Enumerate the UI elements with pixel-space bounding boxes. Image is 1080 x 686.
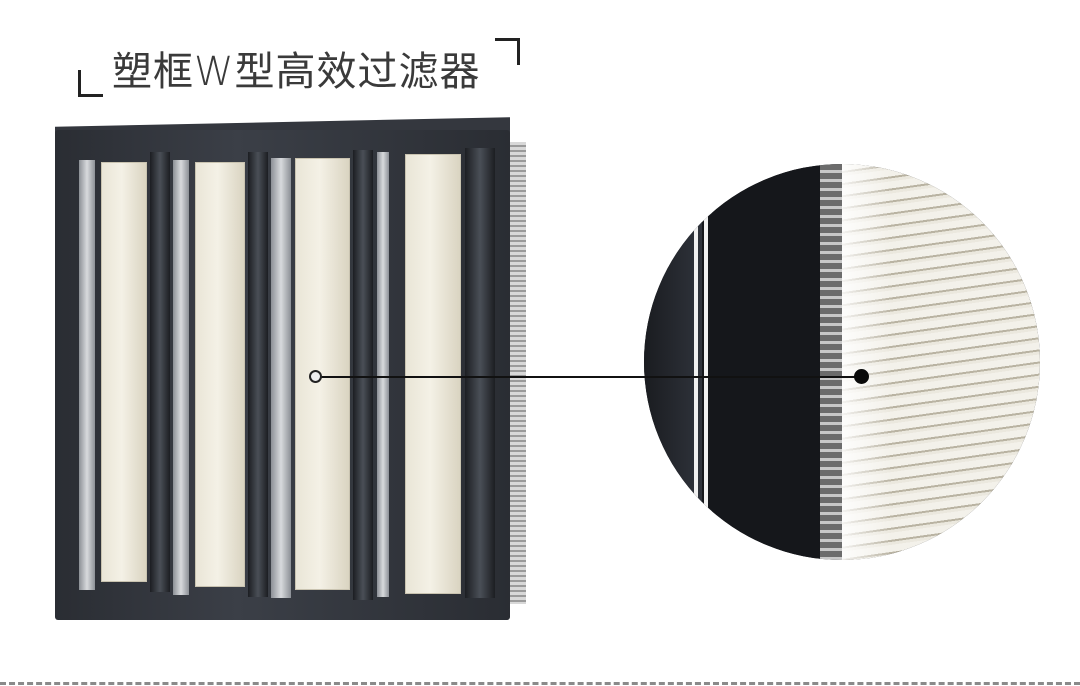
frame-divider [150,152,170,592]
magnified-media-highlight [842,164,892,560]
dashed-divider [0,682,1080,685]
magnified-frame-highlight [704,164,708,560]
frame-divider [248,152,268,597]
filter-side-edge [510,142,526,604]
page-title: 塑框W型高效过滤器 [112,49,481,95]
pleat-panel-2 [195,162,245,587]
detail-magnifier [644,164,1040,560]
magnified-frame-outer [644,164,702,560]
frame-divider [465,148,495,598]
callout-pointer-line [320,376,860,378]
pleat-panel-1 [101,162,147,582]
callout-origin-ring-icon [309,370,322,383]
magnified-media-edge [820,164,842,560]
frame-reflection [79,160,95,590]
frame-reflection [271,158,291,598]
frame-divider [353,150,373,600]
title-corner-bracket-bottom-left [78,70,103,97]
frame-reflection [377,152,389,597]
magnified-frame-highlight [694,164,698,560]
magnified-frame-body [712,164,820,560]
callout-target-dot-icon [854,369,869,384]
title-corner-bracket-top-right [495,38,520,65]
pleat-panel-4 [405,154,461,594]
frame-reflection [173,160,189,595]
pleat-panel-3 [295,158,350,590]
filter-product-image [55,112,526,634]
